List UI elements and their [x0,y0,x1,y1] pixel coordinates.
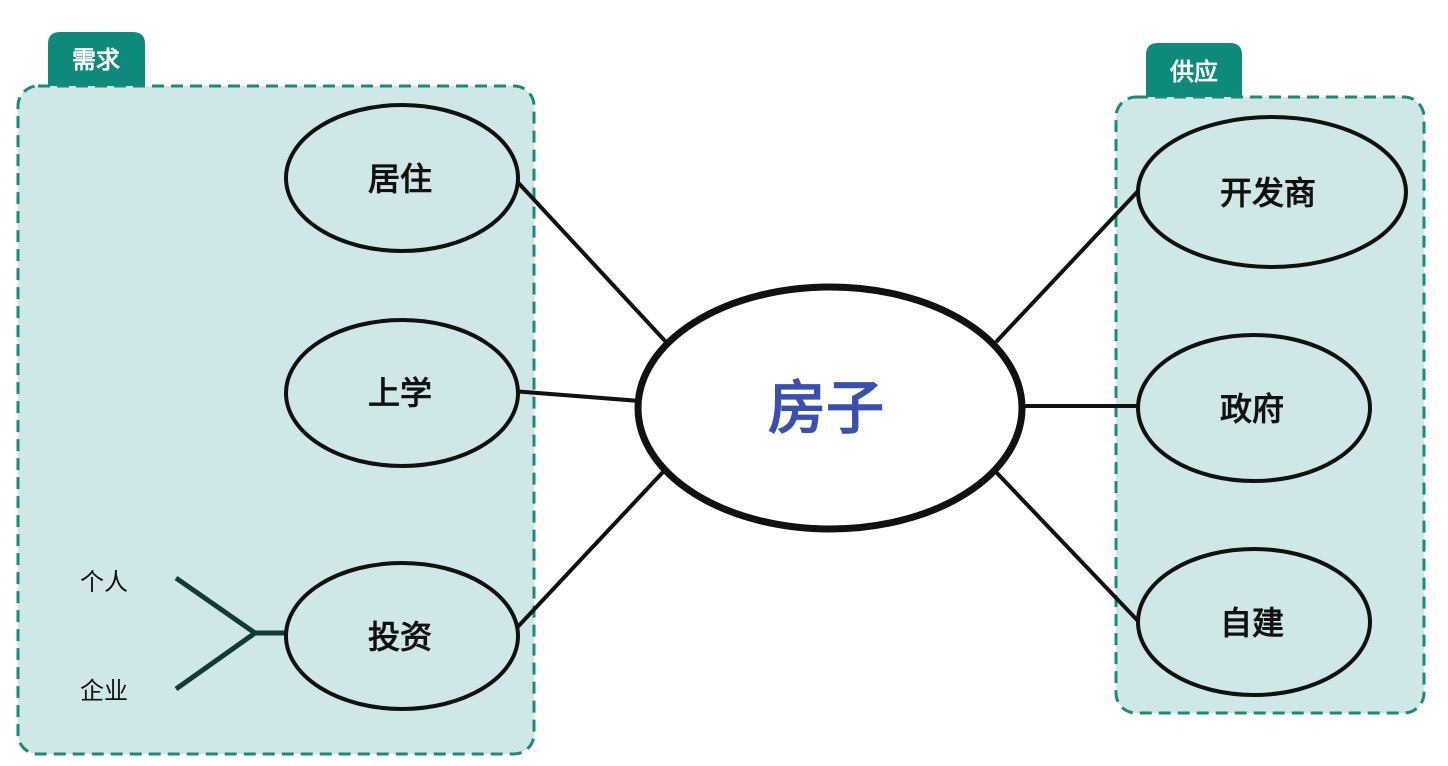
demand-node-2-ellipse [284,561,520,711]
demand-node-1-label: 上学 [368,374,432,412]
edge-center-to-demand-node-2 [510,470,665,635]
edge-center-to-demand-node-0 [510,174,668,344]
demand-node-school: 上学 [284,318,520,468]
demand-node-2-label: 投资 [368,618,432,656]
supply-node-2-ellipse [1136,547,1372,697]
demand-node-0-ellipse [284,103,520,253]
branch-label-enterprise: 企业 [80,677,128,705]
edge-center-to-demand-node-1 [511,389,641,403]
branch-label-personal: 个人 [80,568,128,596]
demand-node-1-ellipse [284,318,520,468]
supply-node-government: 政府 [1136,333,1372,483]
demand-tab [48,32,145,86]
supply-node-0-label: 开发商 [1220,174,1316,212]
supply-node-2-label: 自建 [1220,604,1284,642]
supply-node-1-ellipse [1136,333,1372,483]
supply-node-0-ellipse [1136,115,1408,269]
center-node-label: 房子 [768,374,884,442]
center-node: 房子 [634,283,1026,533]
branch-line-enterprise [174,630,257,692]
demand-tab-label: 需求 [72,46,120,74]
demand-node-residence: 居住 [284,103,520,253]
supply-node-1-label: 政府 [1220,390,1284,428]
investment-branches: 个人 企业 [80,568,287,705]
center-node-ellipse [634,283,1026,533]
supply-node-developer: 开发商 [1136,115,1408,269]
supply-tab [1146,43,1242,97]
supply-tab-label: 供应 [1169,58,1218,86]
demand-node-0-label: 居住 [368,160,432,198]
edge-center-to-supply-node-0 [994,188,1141,344]
supply-node-self-build: 自建 [1136,547,1372,697]
edge-center-to-supply-node-2 [994,470,1141,624]
demand-node-investment: 投资 [284,561,520,711]
